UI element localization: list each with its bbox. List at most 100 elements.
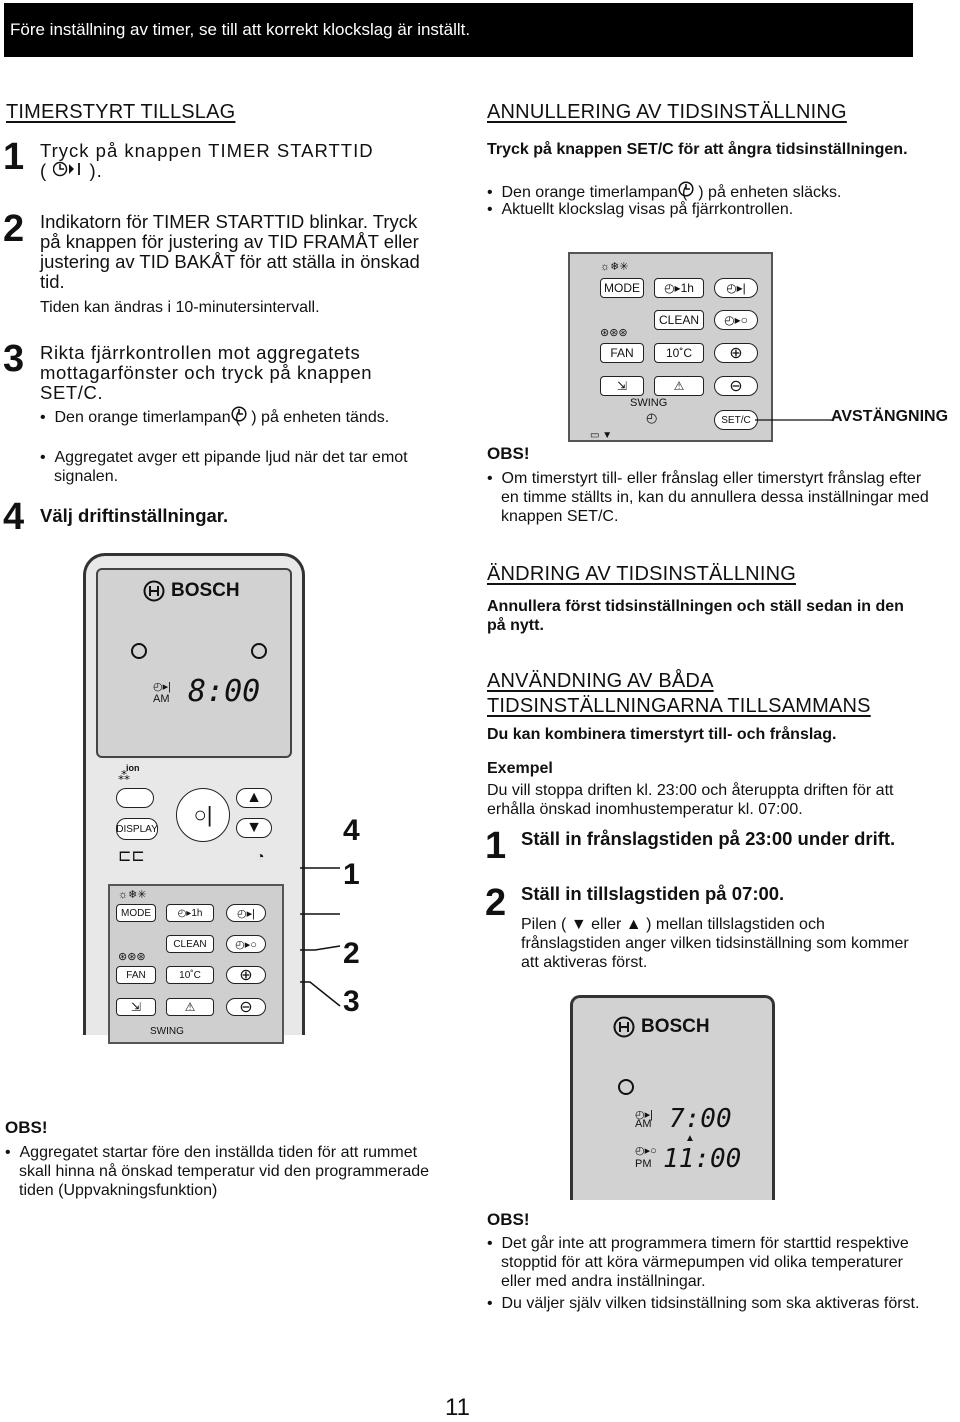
am-label-2: AM [635,1118,652,1130]
battery-icon: ▭ ▼ [590,430,613,441]
top-banner: Före inställning av timer, se till att k… [4,3,913,57]
time-forward-button[interactable]: ⊕ [714,343,758,363]
cancel-bullet-1b: ) på enheten släcks. [698,184,842,201]
obs2-bullet-1: • Det går inte att programmera timern fö… [487,1235,909,1290]
cancel-lead: Tryck på knappen SET/C för att ångra tid… [487,141,908,158]
right-step-1: Ställ in frånslagstiden på 23:00 under d… [521,828,896,849]
clock-icon: ◴ [646,410,658,425]
obs-text-right-body: Om timerstyrt till- eller frånslag eller… [501,470,929,525]
both-lead: Du kan kombinera timerstyrt till- och fr… [487,726,837,743]
timer-stop-button[interactable]: ◴▸○ [714,310,758,330]
change-lead: Annullera först tidsinställningen och st… [487,598,904,634]
arrow-up-icon: ▲ [625,916,642,933]
bullet-2-text: Aggregatet avger ett pipande ljud när de… [54,449,408,485]
arrow-down-icon: ▼ [570,916,587,933]
fan-button[interactable]: FAN [116,966,156,984]
am-label: AM [153,693,170,705]
bosch-emblem-icon [613,1016,635,1038]
cancel-bullet-1: • Den orange timerlampan ( ) på enheten … [487,181,941,202]
ion-button[interactable] [116,788,154,808]
timer-start-icon [53,161,83,181]
callout-lines [300,867,341,1007]
bullet-1-part-a: Den orange timerlampan ( [54,409,241,426]
remote-panel-setc: ☼❄✳ MODE ◴▸1h ◴▸| CLEAN ◴▸○ ⊛⊛⊛ FAN 10˚C… [568,252,773,442]
ion-label: ion [126,763,140,773]
right-step-number-1: 1 [485,825,507,867]
heading-change: ÄNDRING AV TIDSINSTÄLLNING [487,563,796,585]
obs-text-left: • Aggregatet startar före den inställda … [5,1144,430,1199]
brand-label: BOSCH [171,580,240,601]
clock-set-icon: ◔ [256,848,265,864]
timer-1h-button[interactable]: ◴▸1h [166,904,214,922]
swing-h-button[interactable]: ⚠ [166,998,214,1016]
fan-speed-icons: ⊛⊛⊛ [600,327,628,339]
lcd-time: 8:00 [188,674,261,709]
timer-start-button[interactable]: ◴▸| [226,904,266,922]
cancel-bullet-2: • Aktuellt klockslag visas på fjärrkontr… [487,201,794,218]
step-number-1: 1 [3,136,25,178]
pm-label: PM [635,1158,652,1170]
step-number-2: 2 [3,208,25,250]
example-title: Exempel [487,760,553,777]
clean-button[interactable]: CLEAN [166,935,214,953]
fan-swirl-icon [615,1076,637,1103]
obs-text-left-body: Aggregatet startar före den inställda ti… [19,1144,430,1199]
display-button[interactable]: DISPLAY [116,818,158,840]
step-3-text: Rikta fjärrkontrollen mot aggregatets mo… [40,342,373,403]
sleep-icon: ⊏⊏ [118,848,145,865]
bosch-logo: BOSCH [143,580,240,602]
clean-button[interactable]: CLEAN [654,310,704,330]
timer-stop-button[interactable]: ◴▸○ [226,935,266,953]
fan-button[interactable]: FAN [600,343,644,363]
bosch-emblem-icon [143,580,165,602]
remote-lower-panel: ☼❄✳ MODE ◴▸1h ◴▸| CLEAN ◴▸○ ⊛⊛⊛ FAN 10˚C… [108,884,284,1044]
setc-button[interactable]: SET/C [714,410,758,430]
step-number-3: 3 [3,338,25,380]
step-4-text: Välj driftinställningar. [40,505,229,526]
ten-c-button[interactable]: 10˚C [654,343,704,363]
step-2-text: Indikatorn för TIMER STARTTID blinkar. T… [40,211,420,292]
step-2-note: Tiden kan ändras i 10-minutersintervall. [40,299,320,316]
swing-h-button[interactable]: ⚠ [654,376,704,396]
step-number-4: 4 [3,496,25,538]
timer-indicator-icon: ◴▸| [635,1109,653,1121]
remote-control: BOSCH ◴▸| AM 8:00 ion ⁂ DISPLAY ⊏⊏ ○| ▲ … [83,553,305,1044]
heading-both-a: ANVÄNDNING AV BÅDA [487,670,714,692]
ten-c-button[interactable]: 10˚C [166,966,214,984]
obs-text-right: • Om timerstyrt till- eller frånslag ell… [487,470,929,525]
time-forward-button[interactable]: ⊕ [226,966,266,984]
clock-icon [678,181,694,202]
time-back-button[interactable]: ⊖ [714,376,758,396]
step-1-text: Tryck på knappen TIMER STARTTID ( ). [40,141,430,181]
ion-icon: ⁂ [118,769,130,783]
swing-v-button[interactable]: ⇲ [600,376,644,396]
step-1-label: Tryck på knappen TIMER STARTTID [40,140,374,161]
callout-3: 3 [343,985,360,1018]
temp-down-button[interactable]: ▼ [236,818,272,838]
fan-swirl-icon [128,640,150,667]
mode-button[interactable]: MODE [600,278,644,298]
order-arrow-icon: ▲ [685,1133,695,1144]
avst-callout-line [755,419,833,421]
callout-4: 4 [343,814,360,847]
step2-detail-a: Pilen ( [521,916,567,933]
lcd-time-off: 11:00 [663,1144,742,1174]
power-button[interactable]: ○| [176,788,230,842]
swing-v-button[interactable]: ⇲ [116,998,156,1016]
lcd-time-on: 7:00 [669,1104,732,1134]
mode-button[interactable]: MODE [116,904,156,922]
time-back-button[interactable]: ⊖ [226,998,266,1016]
mode-icons: ☼❄✳ [600,261,629,273]
heading-both-b: TIDSINSTÄLLNINGARNA TILLSAMMANS [487,695,871,717]
brand-label-2: BOSCH [641,1016,710,1037]
example-text: Du vill stoppa driften kl. 23:00 och åte… [487,782,894,818]
bosch-logo-2: BOSCH [613,1016,710,1038]
right-step-2-detail: Pilen ( ▼ eller ▲ ) mellan tillslagstide… [521,915,916,972]
heading-cancel: ANNULLERING AV TIDSINSTÄLLNING [487,101,847,123]
clock-icon [231,406,247,427]
cancel-bullet-1a: Den orange timerlampan ( [501,184,688,201]
timer-start-button[interactable]: ◴▸| [714,278,758,298]
timer-1h-button[interactable]: ◴▸1h [654,278,704,298]
page-number: 11 [445,1394,470,1421]
temp-up-button[interactable]: ▲ [236,788,272,808]
